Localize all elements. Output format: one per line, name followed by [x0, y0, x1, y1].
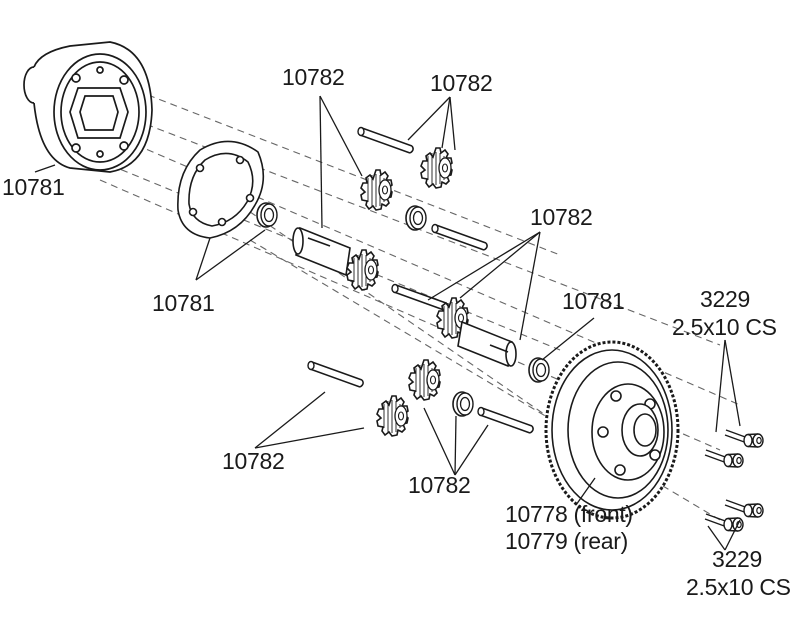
screw-4 — [704, 513, 744, 532]
differential-case — [23, 41, 153, 173]
cross-pin-lower-left — [307, 360, 364, 388]
leader-line — [541, 317, 595, 361]
leader-line — [459, 231, 541, 299]
label-gear-a: 10782 — [282, 64, 345, 90]
diff-cover — [177, 140, 265, 239]
leader-line — [724, 339, 741, 427]
axis-line — [147, 94, 561, 256]
leader-line — [454, 415, 457, 476]
leader-line — [449, 96, 456, 151]
leader-line — [519, 231, 541, 341]
spider-gear-upper-left — [360, 169, 393, 211]
leader-line — [195, 237, 211, 281]
leader-line — [427, 231, 541, 301]
cross-pin-center — [391, 283, 448, 311]
leader-line — [319, 95, 363, 177]
leader-line — [34, 164, 56, 173]
screw-3 — [724, 499, 764, 518]
leader-lines — [34, 95, 741, 551]
leader-line — [724, 519, 741, 551]
label-gear-low-mid: 10782 — [408, 472, 471, 498]
screw-1 — [724, 429, 764, 448]
label-screw-bottom-part: 3229 — [712, 546, 762, 572]
leader-line — [195, 229, 266, 281]
cross-pin-lower-right — [477, 406, 534, 434]
leader-line — [715, 339, 726, 433]
cross-pin-upper — [357, 126, 414, 154]
label-bushing: 10781 — [562, 288, 625, 314]
label-ring-front: 10778 (front) — [505, 501, 633, 527]
label-screw-top-part: 3229 — [700, 286, 750, 312]
leader-line — [407, 96, 451, 141]
leader-line — [454, 424, 489, 476]
leader-line — [254, 427, 365, 449]
label-diff-cover: 10781 — [152, 290, 215, 316]
leader-line — [254, 391, 326, 449]
leader-line — [441, 96, 451, 149]
spider-gear-lower-left — [376, 395, 409, 437]
output-shaft-right — [457, 320, 517, 368]
spacer-upper — [405, 205, 427, 231]
label-screw-bottom-size: 2.5x10 CS — [686, 574, 791, 600]
side-gear-left — [346, 249, 379, 291]
label-gear-low-left: 10782 — [222, 448, 285, 474]
leader-line — [319, 95, 323, 229]
bushing-right — [528, 357, 550, 383]
spider-gear-lower-right — [408, 359, 441, 401]
screw-2 — [704, 449, 744, 468]
leader-line — [575, 477, 596, 506]
label-screw-top-size: 2.5x10 CS — [672, 314, 777, 340]
label-ring-rear: 10779 (rear) — [505, 528, 628, 554]
bushing-left — [256, 202, 278, 228]
leader-line — [423, 407, 456, 476]
output-shaft-left — [292, 226, 351, 277]
leader-line — [707, 525, 726, 551]
axis-line — [134, 119, 721, 346]
spider-gear-upper-right — [420, 147, 453, 189]
label-gear-mid: 10782 — [530, 204, 593, 230]
ring-gear — [544, 340, 680, 520]
spacer-lower — [452, 391, 474, 417]
label-gear-b: 10782 — [430, 70, 493, 96]
label-diff-case: 10781 — [2, 174, 65, 200]
